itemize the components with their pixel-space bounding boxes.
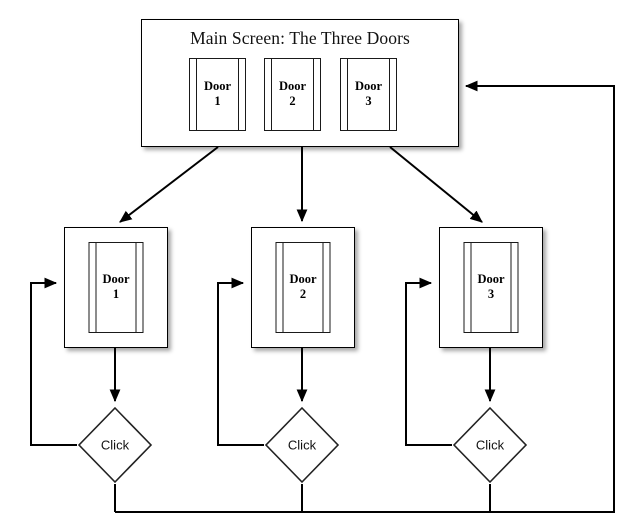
main-screen-title: Main Screen: The Three Doors — [190, 28, 410, 48]
door-jamb-left-icon — [347, 59, 349, 130]
arrow-main-to-door1 — [119, 146, 219, 223]
door-glyph-2[interactable]: Door 2 — [275, 242, 331, 333]
door-screen-2[interactable]: Door 2 — [251, 227, 355, 348]
door-number: 2 — [289, 93, 296, 108]
door-number: 1 — [214, 93, 221, 108]
door-word: Door — [477, 271, 505, 286]
door-word: Door — [278, 78, 307, 93]
door-jamb-right-icon — [312, 59, 314, 130]
door-jamb-right-icon — [388, 59, 390, 130]
diamond-shape — [264, 406, 340, 484]
main-screen-door-1-label: Door 1 — [190, 79, 245, 110]
decision-click-1[interactable]: Click — [77, 406, 153, 484]
diamond-shape — [77, 406, 153, 484]
diamond-shape — [452, 406, 528, 484]
main-screen-door-2-label: Door 2 — [265, 79, 320, 110]
door-jamb-right-icon — [510, 243, 512, 332]
main-screen-door-2[interactable]: Door 2 — [264, 58, 321, 131]
door-glyph-3[interactable]: Door 3 — [463, 242, 519, 333]
door-jamb-right-icon — [135, 243, 137, 332]
door-word: Door — [102, 271, 130, 286]
door-jamb-right-icon — [322, 243, 324, 332]
door-number: 3 — [365, 93, 372, 108]
door-number: 3 — [487, 286, 495, 301]
main-screen-door-1[interactable]: Door 1 — [189, 58, 246, 131]
door-screen-1-label: Door 1 — [90, 272, 143, 303]
decision-click-2-label: Click — [287, 437, 317, 453]
door-word: Door — [289, 271, 317, 286]
door-screen-2-label: Door 2 — [277, 272, 330, 303]
door-number: 2 — [299, 286, 307, 301]
door-jamb-left-icon — [271, 59, 273, 130]
door-word: Door — [203, 78, 232, 93]
arrow-main-to-door3 — [389, 146, 483, 223]
main-screen-door-3[interactable]: Door 3 — [340, 58, 397, 131]
door-screen-3-label: Door 3 — [465, 272, 518, 303]
decision-click-2[interactable]: Click — [264, 406, 340, 484]
door-screen-3[interactable]: Door 3 — [439, 227, 543, 348]
decision-click-1-label: Click — [100, 437, 130, 453]
door-word: Door — [354, 78, 383, 93]
door-jamb-left-icon — [470, 243, 472, 332]
main-screen-door-3-label: Door 3 — [341, 79, 396, 110]
door-jamb-left-icon — [196, 59, 198, 130]
door-jamb-right-icon — [237, 59, 239, 130]
door-number: 1 — [112, 286, 120, 301]
door-screen-1[interactable]: Door 1 — [64, 227, 168, 348]
door-jamb-left-icon — [282, 243, 284, 332]
decision-click-3-label: Click — [475, 437, 505, 453]
main-screen-box[interactable]: Main Screen: The Three Doors Door 1 Door… — [141, 19, 459, 147]
door-glyph-1[interactable]: Door 1 — [88, 242, 144, 333]
decision-click-3[interactable]: Click — [452, 406, 528, 484]
door-jamb-left-icon — [95, 243, 97, 332]
